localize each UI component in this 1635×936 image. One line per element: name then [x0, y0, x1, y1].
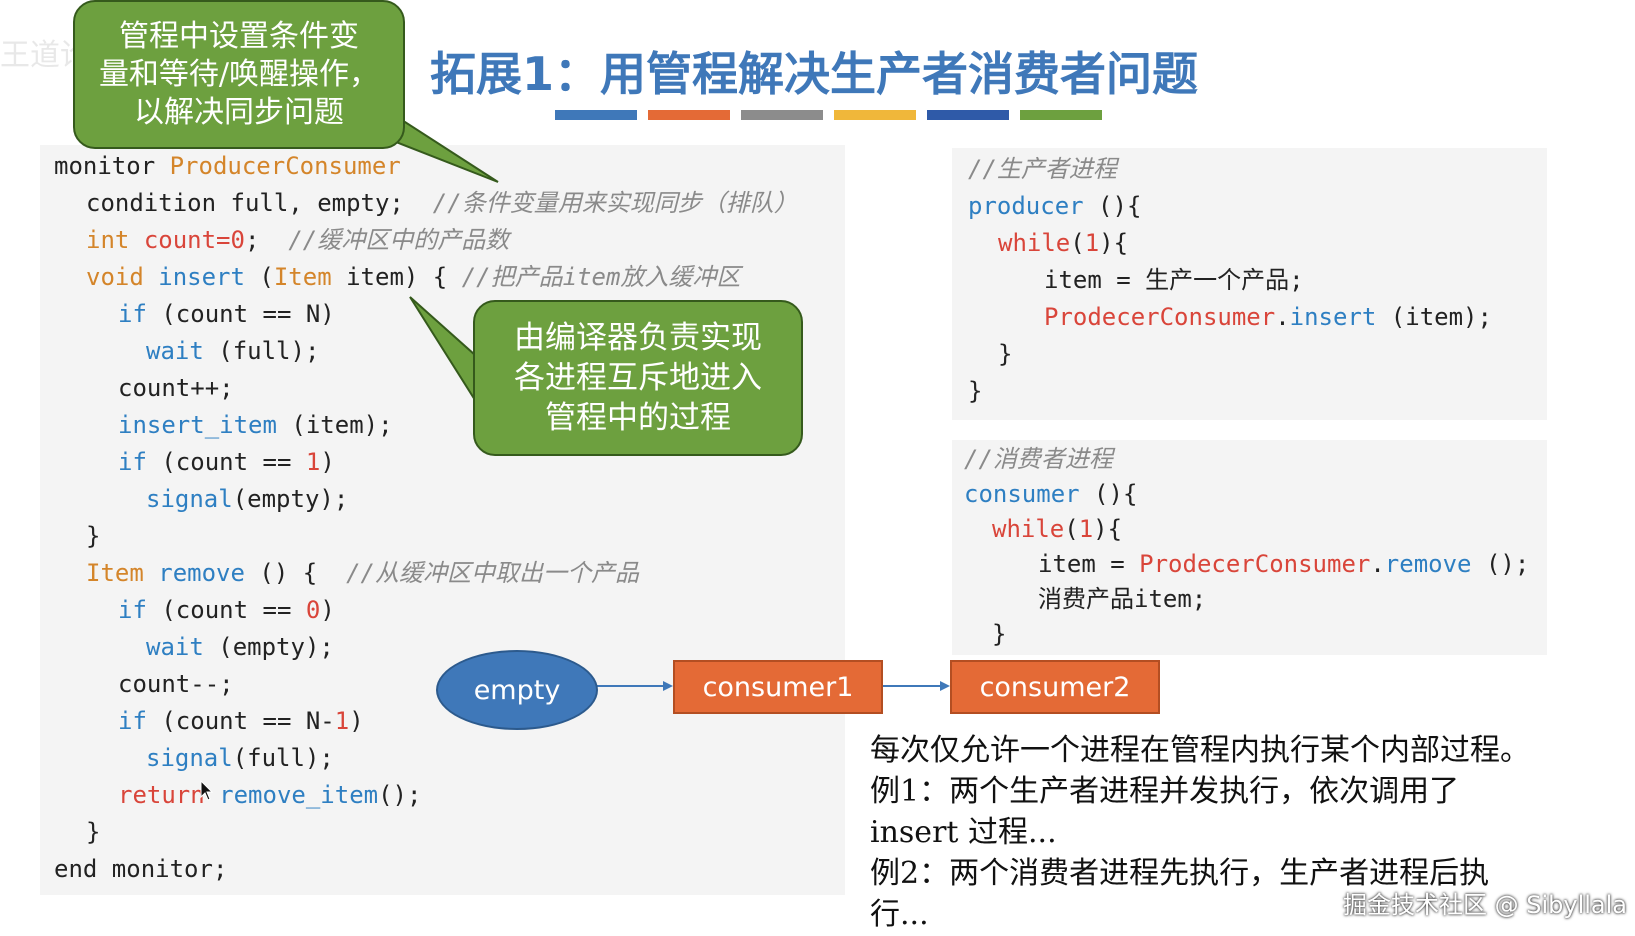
code-line: ProdecerConsumer.insert (item);	[1044, 303, 1492, 331]
color-bar	[1020, 110, 1102, 120]
producer-code-block: //生产者进程 producer (){ while(1){ item = 生产…	[952, 148, 1547, 420]
code-line: count++;	[118, 374, 234, 402]
code-line: if (count == 1)	[118, 448, 335, 476]
queue-head-empty: empty	[436, 650, 598, 730]
code-line: insert_item (item);	[118, 411, 393, 439]
code-line: }	[968, 377, 983, 405]
bubble-text: 量和等待/唤醒操作，	[98, 56, 380, 92]
bubble-text: 各进程互斥地进入	[514, 360, 762, 396]
code-line: item = ProdecerConsumer.remove ();	[1038, 550, 1530, 578]
bubble-text: 以解决同步问题	[134, 94, 344, 130]
code-line: signal(full);	[146, 744, 334, 772]
code-line: return remove_item();	[118, 781, 422, 809]
code-line: void insert (Item item) { //把产品item放入缓冲区	[86, 263, 741, 291]
mouse-cursor-icon	[200, 780, 214, 801]
code-line: }	[86, 522, 101, 550]
code-line: if (count == N-1)	[118, 707, 364, 735]
description-line: 例2：两个消费者进程先执行，生产者进程后执	[870, 856, 1490, 891]
code-line: wait (empty);	[146, 633, 334, 661]
description-line: insert 过程...	[870, 815, 1057, 850]
callout-bubble-compiler: 由编译器负责实现 各进程互斥地进入 管程中的过程	[473, 300, 803, 456]
color-bar	[927, 110, 1009, 120]
code-line: count--;	[118, 670, 234, 698]
code-line: wait (full);	[146, 337, 320, 365]
code-line: end monitor;	[54, 855, 228, 883]
color-bar	[834, 110, 916, 120]
bubble-text: 由编译器负责实现	[514, 320, 762, 356]
code-line: //生产者进程	[968, 155, 1117, 183]
code-line: consumer (){	[964, 480, 1138, 508]
watermark: 掘金技术社区 @ Sibyllala	[1342, 891, 1627, 919]
code-line: if (count == N)	[118, 300, 335, 328]
callout-bubble-condition: 管程中设置条件变 量和等待/唤醒操作， 以解决同步问题	[73, 0, 405, 149]
code-line: //消费者进程	[964, 445, 1113, 473]
description-line: 行...	[870, 897, 929, 932]
code-line: while(1){	[998, 229, 1129, 257]
color-bar	[648, 110, 730, 120]
code-line: while(1){	[992, 515, 1123, 543]
code-line: signal(empty);	[146, 485, 349, 513]
slide-title: 拓展1：用管程解决生产者消费者问题	[430, 47, 1199, 101]
monitor-code-block: monitor ProducerConsumer condition full,…	[40, 145, 845, 895]
bubble-text: 管程中的过程	[545, 400, 731, 436]
code-line: producer (){	[968, 192, 1142, 220]
code-line: condition full, empty; //条件变量用来实现同步（排队）	[86, 189, 798, 217]
color-bar	[741, 110, 823, 120]
description-text: 每次仅允许一个进程在管程内执行某个内部过程。 例1：两个生产者进程并发执行，依次…	[870, 730, 1630, 935]
code-line: if (count == 0)	[118, 596, 335, 624]
code-line: }	[998, 340, 1013, 368]
code-line: item = 生产一个产品;	[1044, 266, 1304, 294]
description-line: 例1：两个生产者进程并发执行，依次调用了	[870, 774, 1460, 809]
description-line: 每次仅允许一个进程在管程内执行某个内部过程。	[870, 733, 1530, 768]
bubble-text: 管程中设置条件变	[119, 18, 359, 54]
code-line: }	[992, 620, 1007, 648]
code-line: Item remove () { //从缓冲区中取出一个产品	[86, 559, 640, 587]
code-line: int count=0; //缓冲区中的产品数	[86, 226, 510, 254]
code-line: }	[86, 818, 101, 846]
queue-node-consumer1: consumer1	[673, 660, 883, 714]
color-bar	[555, 110, 637, 120]
code-line: monitor ProducerConsumer	[54, 152, 401, 180]
queue-node-consumer2: consumer2	[950, 660, 1160, 714]
consumer-code-block: //消费者进程 consumer (){ while(1){ item = Pr…	[952, 440, 1547, 655]
code-line: 消费产品item;	[1038, 585, 1207, 613]
